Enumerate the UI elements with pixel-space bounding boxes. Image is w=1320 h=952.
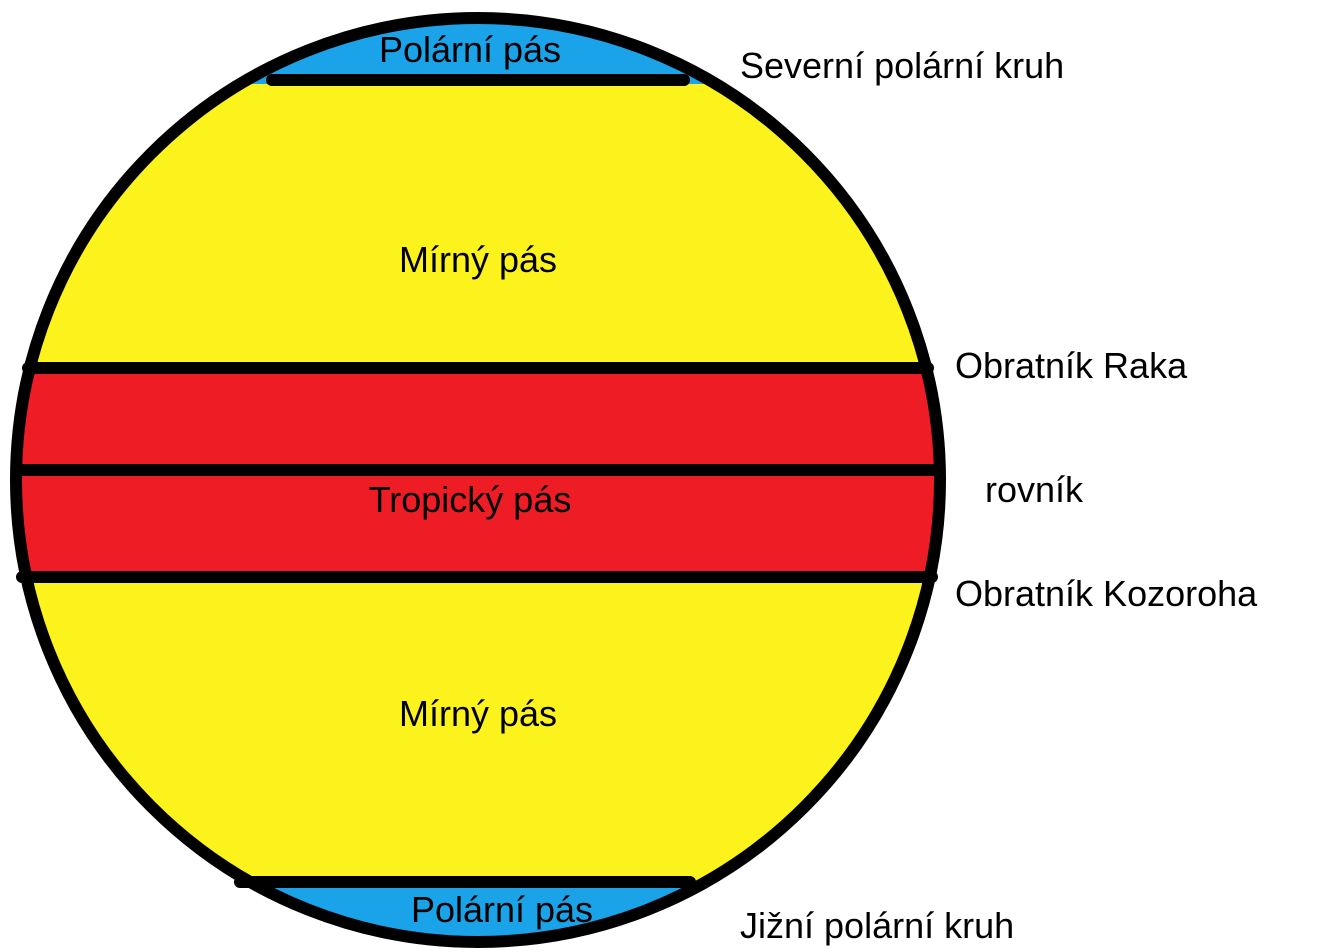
line-labels: Severní polární kruh Obratník Raka rovní… [740, 45, 1258, 946]
latitude-lines [14, 74, 942, 888]
equator-label: rovník [985, 469, 1084, 510]
zone-labels: Polární pás Mírný pás Tropický pás Mírný… [369, 29, 593, 930]
globe-outline [10, 12, 946, 948]
antarctic-circle-label: Jižní polární kruh [740, 905, 1014, 946]
north-temperate-zone-fill [16, 84, 940, 366]
tropic-of-cancer-label: Obratník Raka [955, 345, 1188, 386]
north-polar-zone-label: Polární pás [379, 29, 561, 70]
north-temperate-zone-label: Mírný pás [399, 239, 557, 280]
tropic-of-capricorn-label: Obratník Kozoroha [955, 573, 1258, 614]
tropical-zone-label: Tropický pás [369, 479, 572, 520]
south-temperate-zone-label: Mírný pás [399, 693, 557, 734]
arctic-circle-label: Severní polární kruh [740, 45, 1064, 86]
south-polar-zone-label: Polární pás [411, 889, 593, 930]
